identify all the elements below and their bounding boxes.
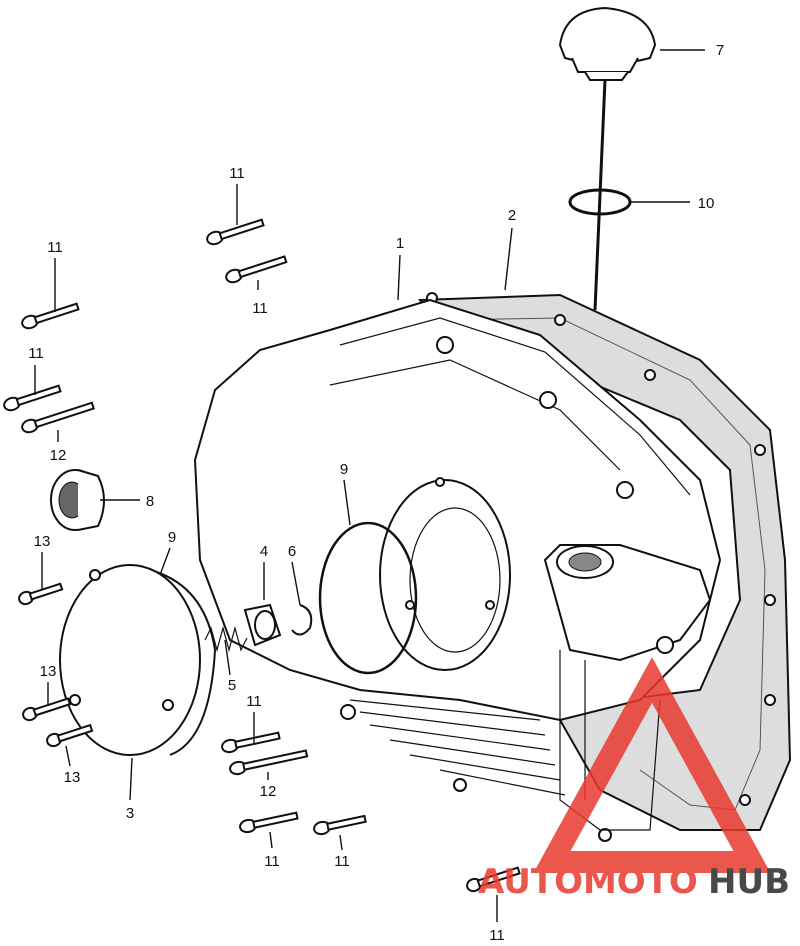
oil-filler-cap — [558, 6, 657, 311]
point-cover — [59, 564, 217, 756]
watermark-logo: AUTOMOTO HUB — [478, 657, 790, 902]
o-ring-large — [318, 521, 418, 675]
spring-holder — [243, 603, 282, 647]
spring — [204, 625, 248, 653]
watermark-text-red: AUTOMOTO — [478, 862, 698, 902]
callout-10: 10 — [698, 195, 715, 212]
callout-11-center: 11 — [246, 693, 262, 710]
callout-1: 1 — [396, 235, 404, 252]
callout-labels: 7 10 2 1 11 11 11 11 12 8 13 9 4 6 9 5 1… — [28, 42, 724, 944]
callout-11-upper: 11 — [252, 300, 268, 317]
gasket — [418, 292, 792, 831]
callout-6: 6 — [288, 543, 296, 560]
callout-13-top: 13 — [34, 533, 51, 550]
callout-13-bottom: 13 — [64, 769, 81, 786]
callout-7: 7 — [716, 42, 724, 59]
oil-seal — [50, 469, 105, 531]
circlip — [291, 604, 313, 636]
callout-12-center: 12 — [260, 783, 277, 800]
callout-11-left-mid: 11 — [28, 345, 44, 362]
callout-4: 4 — [260, 543, 268, 560]
callout-9-cover: 9 — [168, 529, 176, 546]
callout-11-bottom-left: 11 — [264, 853, 280, 870]
callout-11-bottom: 11 — [489, 927, 505, 944]
callout-13-mid: 13 — [40, 663, 57, 680]
callout-11-bottom-mid: 11 — [334, 853, 350, 870]
watermark-text-dark: HUB — [708, 862, 790, 902]
callout-11-left-top: 11 — [47, 239, 63, 256]
callout-5: 5 — [228, 677, 236, 694]
callout-2: 2 — [508, 207, 516, 224]
screws — [3, 218, 521, 893]
leader-lines — [34, 49, 705, 922]
callout-8: 8 — [146, 493, 154, 510]
callout-11-top: 11 — [229, 165, 245, 182]
callout-12-left: 12 — [50, 447, 67, 464]
callout-9-ring: 9 — [340, 461, 348, 478]
callout-3: 3 — [126, 805, 134, 822]
